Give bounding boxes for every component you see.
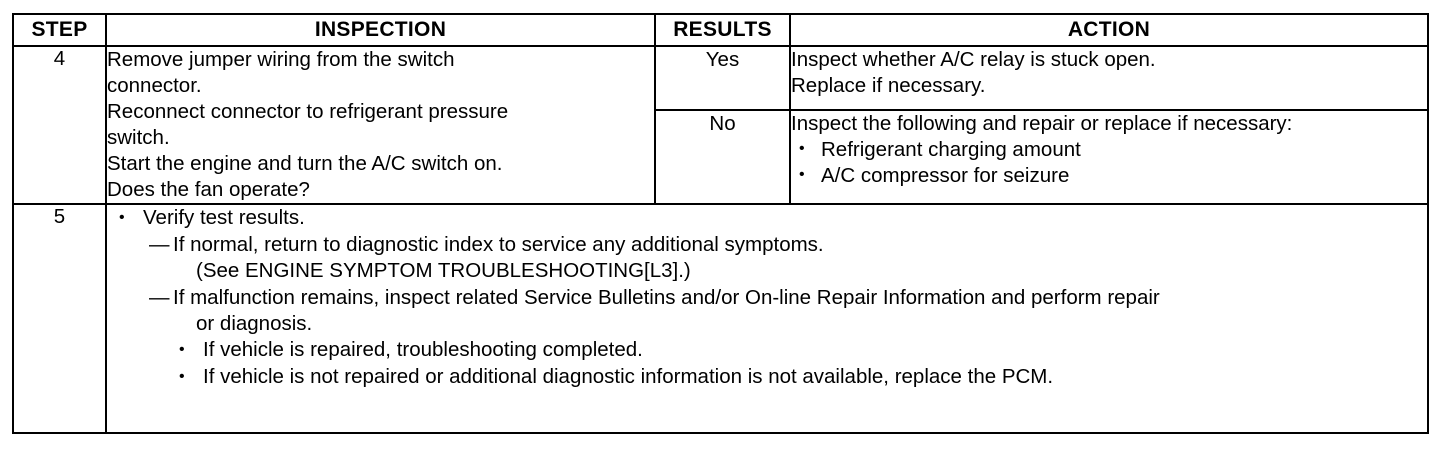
result-cell-no: No — [654, 108, 791, 206]
list-item-label: If vehicle is not repaired or additional… — [203, 364, 1054, 388]
list-item: — If normal, return to diagnostic index … — [107, 232, 1427, 285]
inspection-line: Start the engine and turn the A/C switch… — [107, 152, 503, 176]
list-item-label: Refrigerant charging amount — [821, 137, 1081, 161]
action-cell-no: Inspect the following and repair or repl… — [789, 108, 1429, 206]
result-cell-yes: Yes — [654, 45, 791, 111]
bullet-icon: • — [119, 209, 125, 227]
list-item-label: If normal, return to diagnostic index to… — [173, 232, 824, 256]
list-item: • If vehicle is repaired, troubleshootin… — [107, 337, 1427, 363]
column-header-results: RESULTS — [654, 13, 791, 47]
inspection-cell-step-4: Remove jumper wiring from the switch con… — [105, 44, 656, 206]
em-dash-icon: — — [149, 232, 170, 256]
inspection-line: connector. — [107, 74, 202, 98]
table-row: 5 • Verify test results. — If normal, re… — [12, 203, 1429, 435]
list-item-continuation: (See ENGINE SYMPTOM TROUBLESHOOTING[L3].… — [196, 259, 691, 283]
bullet-icon: • — [179, 367, 185, 385]
step-number-4: 4 — [12, 44, 107, 206]
list-item: • Refrigerant charging amount — [791, 137, 1427, 163]
table-row: No Inspect the following and repair or r… — [13, 108, 1429, 206]
list-item: — If malfunction remains, inspect relate… — [107, 285, 1427, 338]
list-item-label: Verify test results. — [143, 206, 305, 230]
column-header-step: STEP — [12, 13, 107, 47]
list-item-label: A/C compressor for seizure — [821, 163, 1070, 187]
inspection-line: Remove jumper wiring from the switch — [107, 48, 455, 71]
troubleshooting-table: STEP INSPECTION RESULTS ACTION 4 Remove … — [12, 13, 1429, 435]
action-line: Inspect the following and repair or repl… — [791, 111, 1293, 135]
em-dash-icon: — — [149, 285, 170, 309]
column-header-action: ACTION — [789, 13, 1429, 47]
action-line: Replace if necessary. — [791, 74, 986, 98]
inspection-line: Does the fan operate? — [107, 178, 310, 202]
inspection-line: Reconnect connector to refrigerant press… — [107, 100, 509, 124]
list-item-continuation: or diagnosis. — [196, 311, 313, 335]
inspection-cell-step-5: • Verify test results. — If normal, retu… — [105, 203, 1429, 435]
list-item: • A/C compressor for seizure — [791, 163, 1427, 189]
list-item-label: If vehicle is repaired, troubleshooting … — [203, 338, 643, 362]
list-item: • Verify test results. — [107, 205, 1427, 231]
bullet-icon: • — [799, 165, 805, 183]
table-row: 4 Remove jumper wiring from the switch c… — [12, 44, 1429, 206]
table-header-row: STEP INSPECTION RESULTS ACTION — [12, 13, 1429, 47]
list-item-label: If malfunction remains, inspect related … — [173, 285, 1160, 309]
bullet-icon: • — [179, 341, 185, 359]
action-cell-yes: Inspect whether A/C relay is stuck open.… — [789, 45, 1429, 111]
list-item: • If vehicle is not repaired or addition… — [107, 364, 1427, 390]
inspection-line: switch. — [107, 126, 170, 150]
column-header-inspection: INSPECTION — [105, 13, 656, 47]
step-number-5: 5 — [12, 203, 107, 435]
action-bullet-list: • Refrigerant charging amount • A/C comp… — [791, 137, 1427, 189]
bullet-icon: • — [799, 139, 805, 157]
action-line: Inspect whether A/C relay is stuck open. — [791, 48, 1156, 71]
